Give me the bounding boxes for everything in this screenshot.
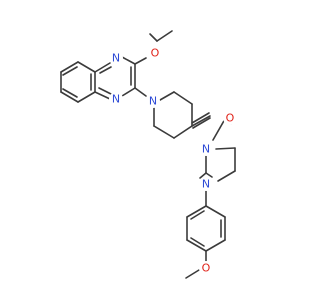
bond — [190, 237, 205, 247]
bond-lines — [60, 30, 236, 279]
atom-label: N — [112, 52, 120, 65]
bond — [94, 91, 111, 100]
atom-label: N — [202, 143, 210, 156]
bond — [121, 56, 136, 65]
bond — [153, 125, 175, 139]
bond — [173, 91, 193, 105]
bond — [191, 112, 210, 124]
bond — [190, 210, 205, 220]
bond — [94, 62, 111, 73]
bond — [60, 61, 79, 73]
atom-o-carbonyl: O — [223, 111, 237, 125]
bond — [205, 239, 226, 252]
bond — [121, 87, 136, 97]
bond — [191, 115, 211, 127]
bond — [212, 118, 226, 141]
bond — [205, 205, 226, 218]
atom-labels: N N O N O N N O — [109, 46, 237, 275]
bond — [134, 57, 147, 65]
bond — [62, 66, 78, 76]
atom-n-piperazine-bottom: N — [199, 177, 213, 191]
bond — [159, 91, 175, 101]
atom-n-piperazine-top: N — [199, 142, 213, 156]
bond — [215, 147, 236, 150]
bond — [99, 66, 112, 74]
bond — [77, 61, 96, 73]
bond — [186, 205, 207, 218]
bond — [186, 239, 207, 252]
atom-label: N — [202, 178, 210, 191]
molecule-structure-diagram: N N O N O N N O — [60, 30, 237, 279]
bond — [205, 172, 213, 178]
bond — [199, 172, 207, 179]
atom-n-quinoxaline-bottom: N — [109, 92, 123, 106]
bond — [134, 87, 147, 97]
bond — [156, 30, 173, 42]
bond — [185, 269, 200, 279]
bond — [217, 170, 236, 182]
atom-label: N — [149, 95, 157, 108]
bond — [149, 33, 158, 42]
atom-label: N — [112, 93, 120, 106]
atom-n-piperidine: N — [146, 94, 160, 108]
bond — [62, 88, 78, 98]
bond — [192, 117, 211, 129]
atom-label: O — [202, 262, 211, 275]
atom-label: O — [226, 112, 235, 125]
atom-o-ethoxy: O — [148, 46, 162, 60]
bond — [98, 87, 112, 95]
atom-n-quinoxaline-top: N — [109, 51, 123, 65]
atom-label: O — [151, 47, 160, 60]
bond — [173, 125, 193, 139]
bond — [60, 91, 79, 103]
atom-o-methoxy: O — [199, 261, 213, 275]
bond — [77, 91, 96, 103]
